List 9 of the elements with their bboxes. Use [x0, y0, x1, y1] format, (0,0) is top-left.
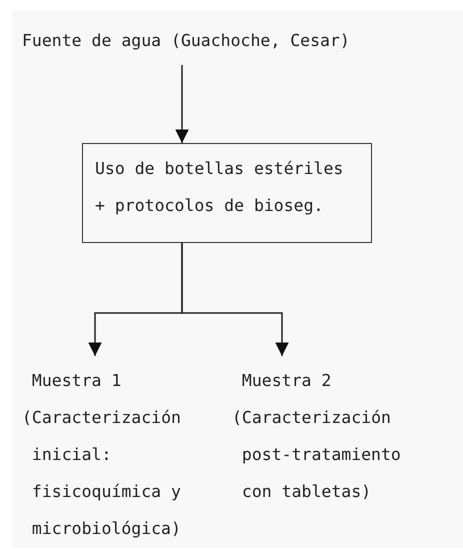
box-text: Uso de botellas estériles + protocolos de bioseg. — [95, 158, 344, 217]
sample-description: (Caracterización inicial: fisicoquímica y microbiológica) — [22, 407, 182, 540]
arrow — [175, 65, 189, 143]
sample-description: (Caracterización post-tratamiento con tabletas) — [232, 407, 402, 503]
node-text: Fuente de agua (Guachoche, Cesar) — [22, 30, 351, 52]
process-box — [82, 143, 372, 243]
sample-title: Muestra 1 — [30, 370, 122, 392]
arrow — [181, 243, 289, 356]
sample-title: Muestra 2 — [240, 370, 332, 392]
